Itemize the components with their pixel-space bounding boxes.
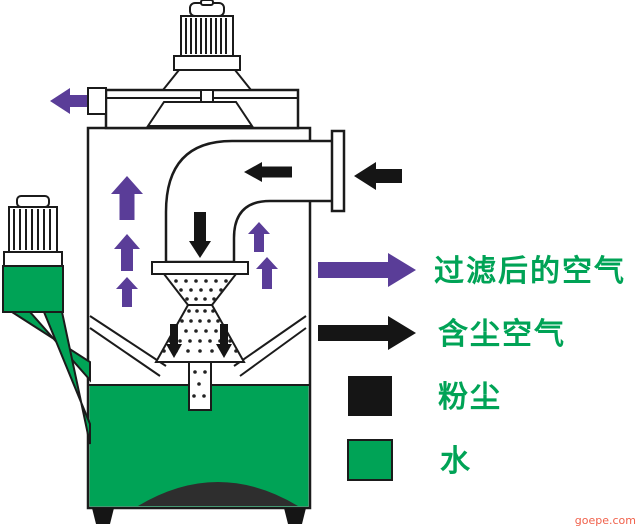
venturi-flange xyxy=(151,261,249,275)
airflow-arrows xyxy=(50,88,402,358)
filtered-air-up-arrow-1 xyxy=(111,176,143,220)
legend-green-square-icon xyxy=(347,439,393,481)
tank-foot-left xyxy=(92,508,114,524)
dust-down-arrow-right xyxy=(216,324,232,358)
legend-label-dust: 粉尘 xyxy=(438,380,502,415)
exit-duct xyxy=(87,87,107,115)
legend-black-arrow-icon xyxy=(318,316,416,350)
legend-black-square-icon xyxy=(348,376,392,416)
baffles xyxy=(89,315,307,377)
dusty-air-arrow-in-pipe xyxy=(244,162,292,182)
pump-water-box xyxy=(2,265,64,313)
fan-and-motor xyxy=(87,0,300,130)
filtered-air-up-arrow-2 xyxy=(114,234,140,271)
filtered-air-exit-arrow xyxy=(50,88,92,114)
legend-label-water: 水 xyxy=(440,444,472,479)
motor-base xyxy=(173,55,241,71)
filtered-air-up-arrow-3 xyxy=(116,277,138,307)
pump-pipe-lower xyxy=(42,311,91,445)
legend-label-dusty-air: 含尘空气 xyxy=(438,317,566,352)
dusty-air-inlet-arrow-outer xyxy=(354,162,402,190)
legend: 过滤后的空气 含尘空气 粉尘 水 xyxy=(318,253,626,481)
dust-down-arrow-left xyxy=(166,324,182,358)
inlet-flange xyxy=(330,129,346,213)
filtered-air-up-arrow-4 xyxy=(248,222,270,252)
pump-base xyxy=(3,251,63,267)
motor-ribs xyxy=(185,18,227,54)
legend-purple-arrow-icon xyxy=(318,253,416,287)
baffle-left xyxy=(89,315,167,377)
dusty-air-down-arrow xyxy=(189,212,211,258)
recirculation-pump-unit xyxy=(2,195,91,445)
motor-pedestal xyxy=(160,69,254,91)
pump-motor-cap xyxy=(16,195,50,208)
tank-foot-right xyxy=(284,508,306,524)
sludge-mound xyxy=(138,482,298,506)
legend-label-filtered-air: 过滤后的空气 xyxy=(434,254,626,289)
motor-knob xyxy=(200,0,214,6)
motor-shaft xyxy=(200,89,214,103)
watermark-text: goepe.com xyxy=(575,514,636,527)
baffle-right xyxy=(233,315,307,377)
pump-motor-ribs xyxy=(13,209,51,250)
filtered-air-up-arrow-5 xyxy=(256,257,278,289)
fan-impeller xyxy=(146,101,254,127)
dip-tube xyxy=(188,361,212,411)
